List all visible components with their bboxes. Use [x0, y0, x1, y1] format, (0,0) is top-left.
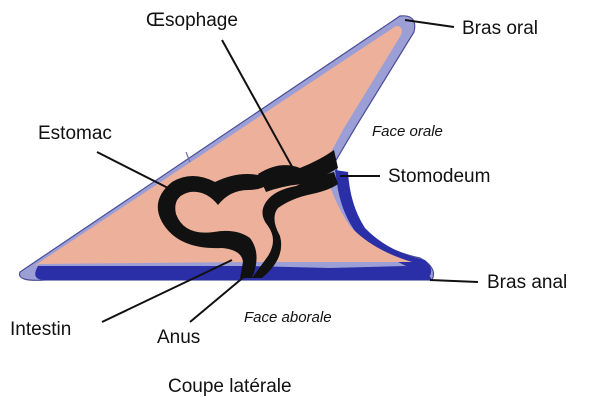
- label-estomac: Estomac: [38, 123, 112, 144]
- label-bras-anal: Bras anal: [487, 272, 567, 293]
- label-bras-oral: Bras oral: [462, 18, 538, 39]
- leader-anus: [190, 276, 245, 322]
- leader-estomac: [97, 152, 172, 190]
- label-stomodeum: Stomodeum: [388, 166, 490, 187]
- figure-caption: Coupe latérale: [168, 376, 292, 397]
- label-intestin: Intestin: [10, 319, 71, 340]
- leader-bras-anal: [430, 280, 478, 282]
- label-face-orale: Face orale: [372, 123, 443, 140]
- label-anus: Anus: [157, 327, 200, 348]
- label-face-aborale: Face aborale: [244, 309, 332, 326]
- label-oesophage: Œsophage: [146, 10, 238, 31]
- aboral-epidermis-layer: [35, 266, 432, 280]
